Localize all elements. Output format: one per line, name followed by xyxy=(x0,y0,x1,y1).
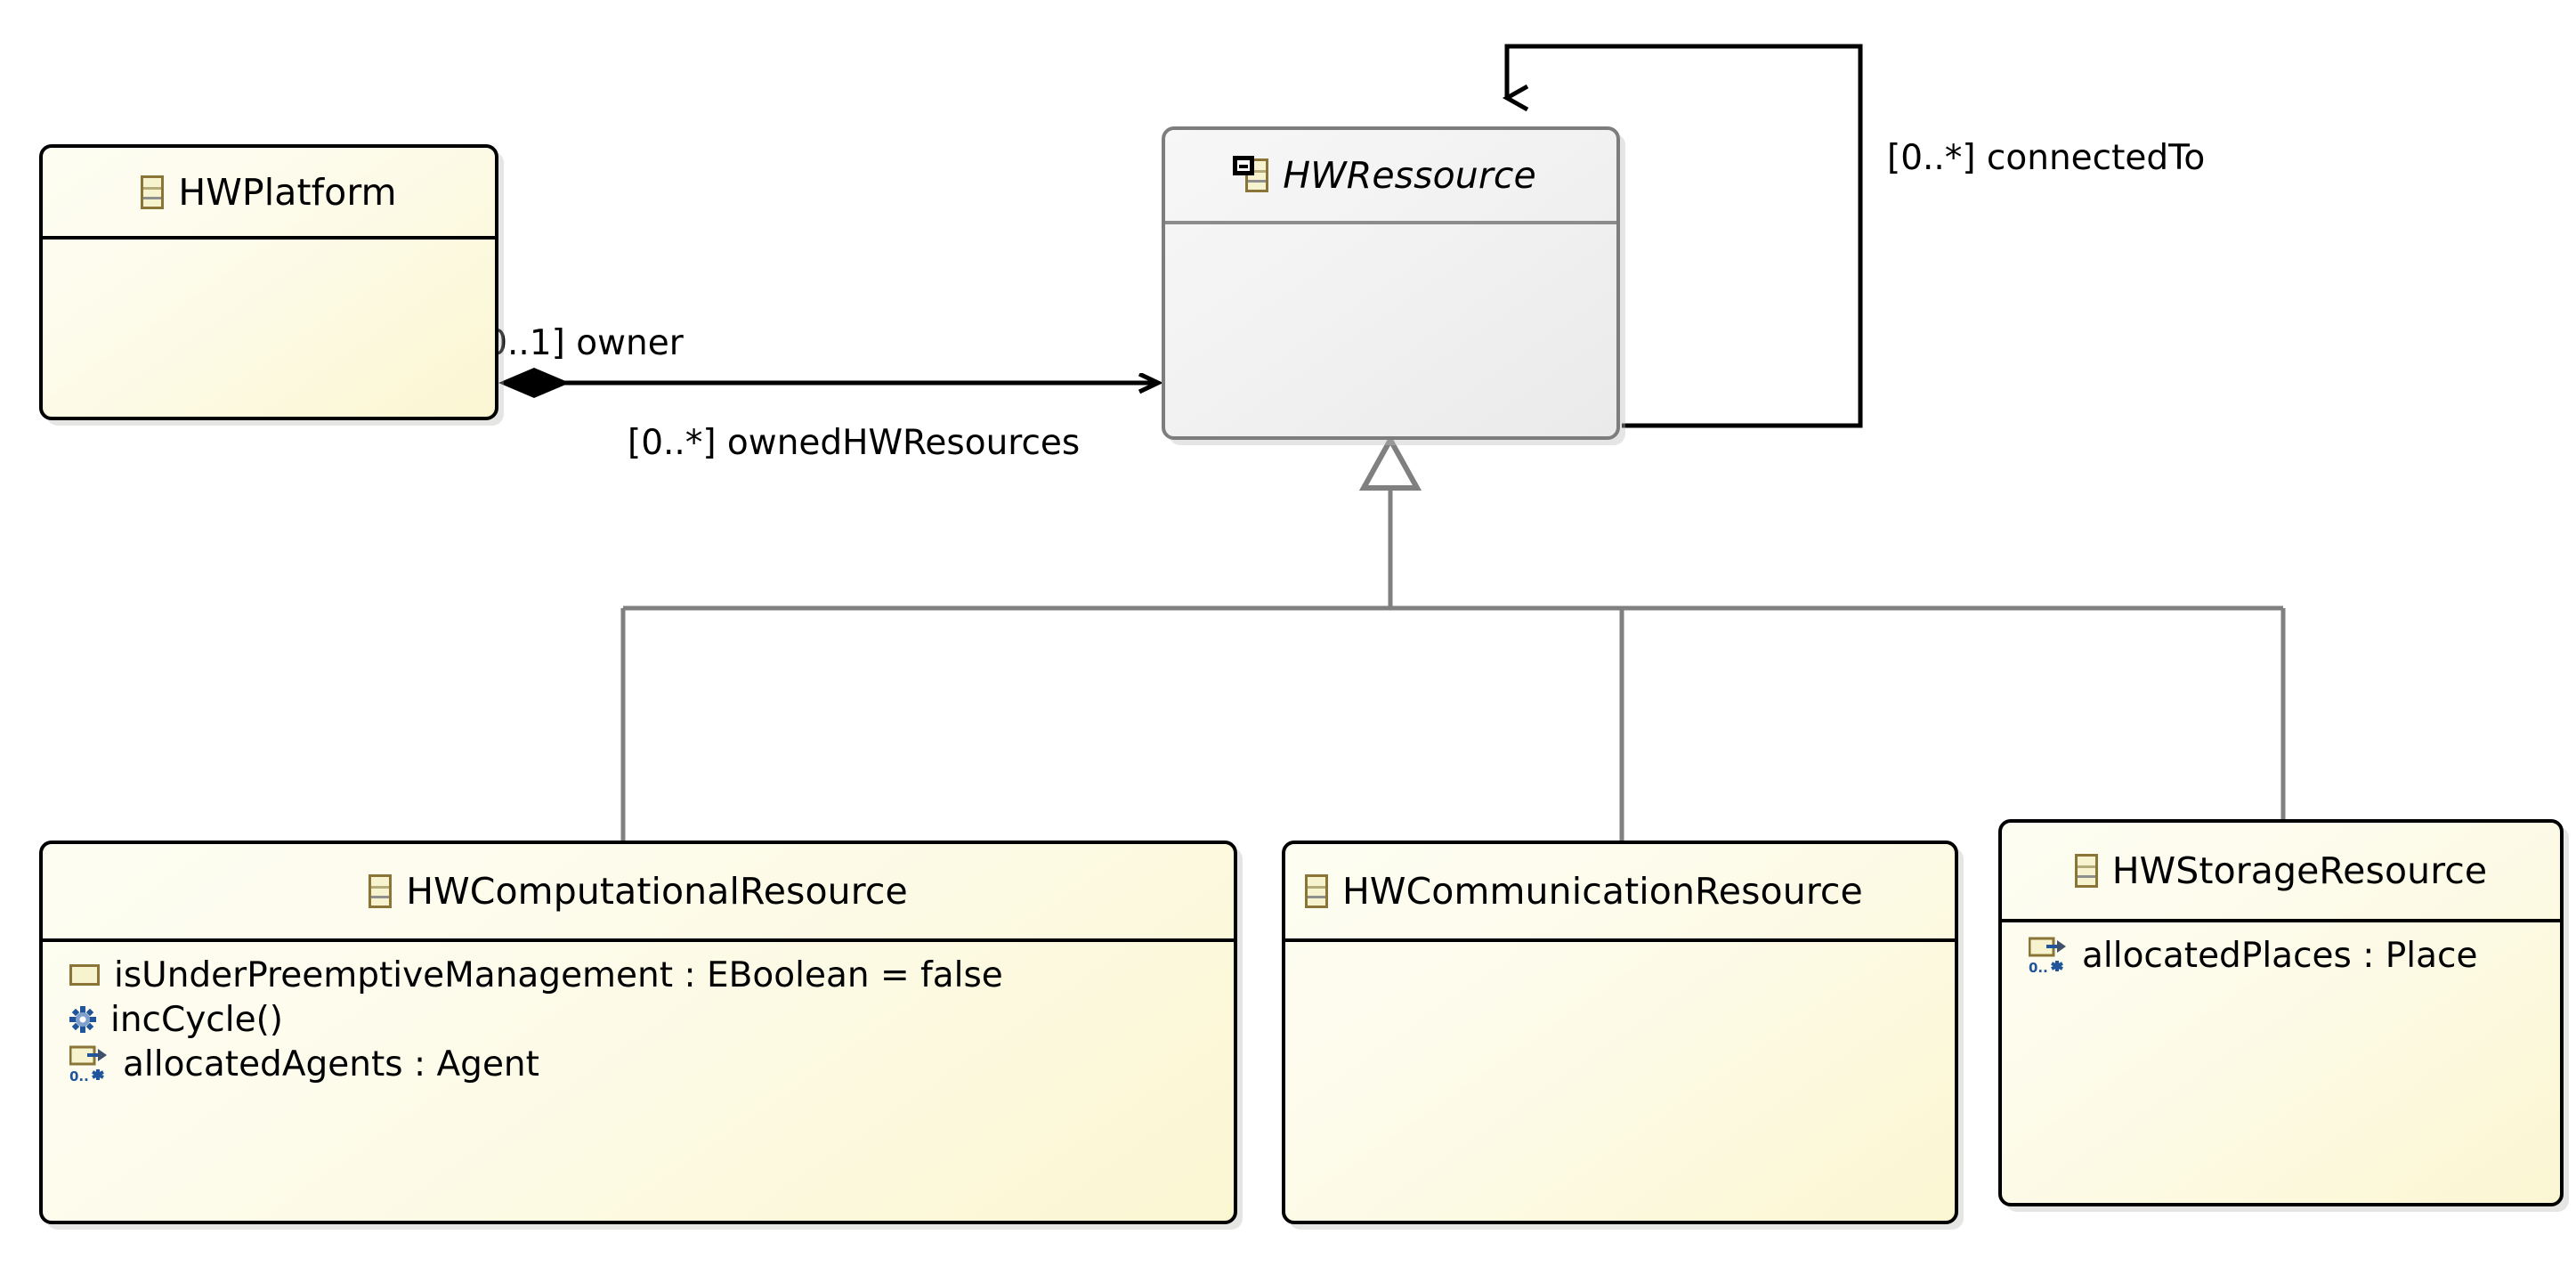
class-separator xyxy=(1165,221,1616,224)
class-member-row[interactable]: 0.. allocatedPlaces : Place xyxy=(2002,933,2560,978)
class-title-hwcomputationalresource: HWComputationalResource xyxy=(43,844,1234,938)
member-label: incCycle() xyxy=(110,999,284,1040)
class-box-hwressource[interactable]: HWRessource xyxy=(1162,126,1620,440)
ereference-icon: 0.. xyxy=(69,1044,109,1084)
class-name-label: HWComputationalResource xyxy=(406,870,908,913)
class-box-hwcomputationalresource[interactable]: HWComputationalResource isUnderPreemptiv… xyxy=(39,841,1237,1224)
class-box-hwcommunicationresource[interactable]: HWCommunicationResource xyxy=(1282,841,1958,1224)
ereference-icon: 0.. xyxy=(2028,936,2068,976)
ownedhwresources-role-label: [0..*] ownedHWResources xyxy=(628,423,1081,463)
class-separator xyxy=(2002,919,2560,922)
class-name-label: HWCommunicationResource xyxy=(1342,870,1863,913)
owner-association-edge[interactable] xyxy=(498,368,1157,398)
member-label: isUnderPreemptiveManagement : EBoolean =… xyxy=(114,954,1003,995)
class-box-hwplatform[interactable]: HWPlatform xyxy=(39,144,498,420)
class-member-row[interactable]: isUnderPreemptiveManagement : EBoolean =… xyxy=(43,953,1234,997)
class-title-hwcommunicationresource: HWCommunicationResource xyxy=(1285,844,1955,938)
class-members-hwplatform xyxy=(43,240,495,250)
class-box-hwstorageresource[interactable]: HWStorageResource 0.. allocatedPlaces : … xyxy=(1998,819,2564,1206)
class-member-row[interactable]: incCycle() xyxy=(43,997,1234,1042)
class-name-label: HWStorageResource xyxy=(2111,849,2488,892)
eclass-icon xyxy=(1233,156,1269,192)
eclass-icon xyxy=(369,874,393,908)
class-title-hwressource: HWRessource xyxy=(1165,130,1616,221)
class-members-hwressource xyxy=(1165,224,1616,235)
class-separator xyxy=(1285,938,1955,942)
eoperation-icon xyxy=(69,1006,96,1033)
member-label: allocatedPlaces : Place xyxy=(2082,935,2478,976)
svg-text:0..: 0.. xyxy=(69,1068,89,1084)
class-separator xyxy=(43,236,495,240)
class-title-hwplatform: HWPlatform xyxy=(43,148,495,236)
abstract-overlay-icon xyxy=(1233,156,1255,175)
class-member-row[interactable]: 0.. allocatedAgents : Agent xyxy=(43,1042,1234,1086)
eclass-icon xyxy=(1305,874,1328,908)
class-members-hwcommunicationresource xyxy=(1285,942,1955,953)
class-separator xyxy=(43,938,1234,942)
class-members-hwcomputationalresource: isUnderPreemptiveManagement : EBoolean =… xyxy=(43,942,1234,1086)
connectedto-role-label: [0..*] connectedTo xyxy=(1887,138,2206,178)
owner-role-label: [0..1] owner xyxy=(472,323,684,363)
eclass-icon xyxy=(141,175,165,209)
eclass-icon xyxy=(2074,854,2098,888)
class-name-label: HWRessource xyxy=(1283,154,1536,197)
class-members-hwstorageresource: 0.. allocatedPlaces : Place xyxy=(2002,922,2560,978)
svg-text:0..: 0.. xyxy=(2029,960,2048,975)
generalization-tree[interactable] xyxy=(620,434,2286,841)
eattribute-icon xyxy=(69,964,100,986)
class-title-hwstorageresource: HWStorageResource xyxy=(2002,823,2560,919)
class-name-label: HWPlatform xyxy=(178,170,397,214)
member-label: allocatedAgents : Agent xyxy=(123,1044,539,1084)
